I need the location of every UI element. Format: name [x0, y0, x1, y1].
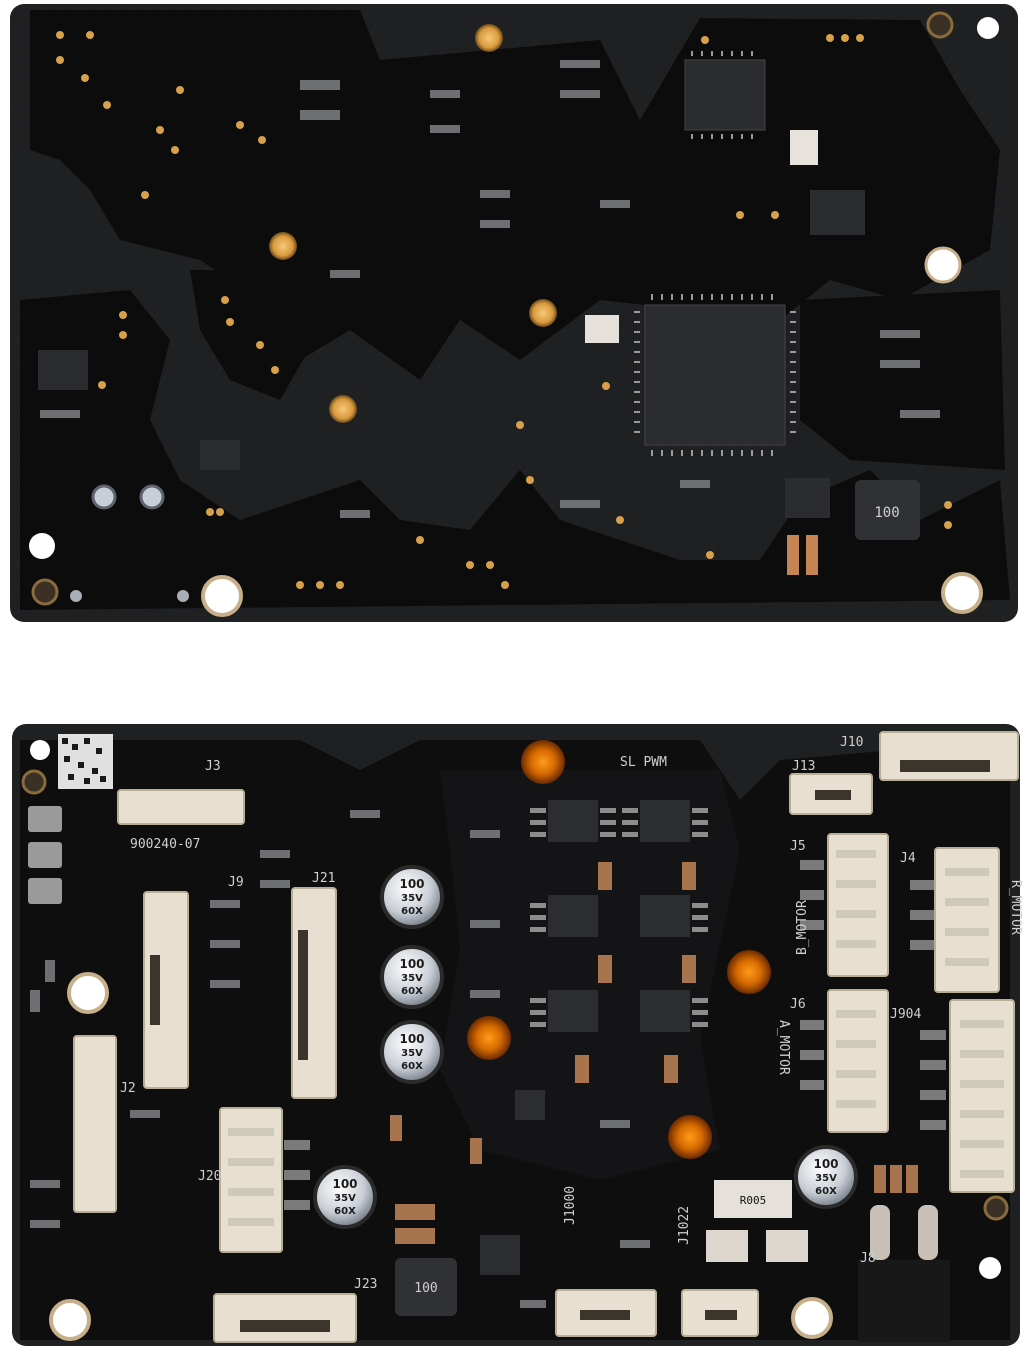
- label-j6: J6: [790, 997, 806, 1012]
- label-j1000: J1000: [563, 1186, 578, 1225]
- connector-j20: [219, 1107, 283, 1253]
- label-j5: J5: [790, 839, 806, 854]
- connector-j6: [827, 989, 889, 1133]
- svg-text:35V: 35V: [401, 893, 423, 904]
- connector-j9: [143, 891, 189, 1089]
- label-r-motor: R_MOTOR: [1008, 880, 1023, 935]
- capacitor-4: 100 35V 60X: [313, 1165, 377, 1229]
- label-j23: J23: [354, 1277, 377, 1292]
- label-j8: J8: [860, 1251, 876, 1266]
- tactile-buttons: [28, 806, 62, 904]
- mosfet-chip: [785, 478, 830, 518]
- capacitor-5: 100 35V 60X: [794, 1145, 858, 1209]
- svg-text:35V: 35V: [334, 1193, 356, 1204]
- svg-text:R005: R005: [740, 1194, 767, 1207]
- soic-chip: [38, 350, 88, 390]
- svg-text:100: 100: [399, 957, 424, 971]
- capacitor-3: 100 35V 60X: [380, 1020, 444, 1084]
- label-j904: J904: [890, 1007, 921, 1022]
- bottom-inductor: [395, 1258, 457, 1316]
- inductor-label-top: 100: [874, 505, 899, 521]
- silkscreen-labels: J3 900240-07 SL PWM J10 J13 J5 J4 J6 J90…: [120, 735, 1023, 1292]
- mosfet-array: [548, 800, 690, 1032]
- label-j4: J4: [900, 851, 916, 866]
- capacitor-2: 100 35V 60X: [380, 945, 444, 1009]
- label-j3: J3: [205, 759, 221, 774]
- label-part-number: 900240-07: [130, 837, 200, 852]
- inductor: [855, 480, 920, 540]
- label-j1022: J1022: [677, 1206, 692, 1245]
- connector-j23: [213, 1293, 357, 1343]
- svg-text:60X: 60X: [401, 906, 423, 917]
- svg-text:100: 100: [399, 877, 424, 891]
- svg-text:35V: 35V: [401, 973, 423, 984]
- orange-pads: [467, 740, 771, 1159]
- svg-text:100: 100: [332, 1177, 357, 1191]
- connectors: [73, 731, 1019, 1343]
- svg-text:60X: 60X: [401, 1061, 423, 1072]
- driver-chip: [810, 190, 865, 235]
- gold-pads: [269, 24, 557, 423]
- label-sl-pwm: SL PWM: [620, 755, 667, 770]
- svg-text:60X: 60X: [815, 1186, 837, 1197]
- top-board: 100: [10, 4, 1018, 622]
- label-j10: J10: [840, 735, 863, 750]
- mounting-holes: [29, 11, 999, 617]
- capacitors: 100 35V 60X 100 35V 60X 100 35V 60X 100 …: [313, 865, 858, 1229]
- main-mcu-chip: [644, 304, 786, 446]
- label-j13: J13: [792, 759, 815, 774]
- connector-j2: [73, 1035, 117, 1213]
- connector-j4: [934, 847, 1000, 993]
- label-j9: J9: [228, 875, 244, 890]
- crystal: [790, 130, 818, 165]
- small-chip: [200, 440, 240, 470]
- svg-text:100: 100: [813, 1157, 838, 1171]
- svg-text:60X: 60X: [401, 986, 423, 997]
- secondary-chip: [684, 59, 766, 131]
- label-a-motor: A_MOTOR: [776, 1020, 791, 1075]
- svg-text:60X: 60X: [334, 1206, 356, 1217]
- svg-text:35V: 35V: [815, 1173, 837, 1184]
- connector-j3: [117, 789, 245, 825]
- connector-j904: [949, 999, 1015, 1193]
- bottom-inductor-label: 100: [414, 1281, 437, 1296]
- label-j2: J2: [120, 1081, 136, 1096]
- smd-passives: [40, 60, 940, 518]
- label-b-motor: B_MOTOR: [795, 900, 810, 955]
- label-j21: J21: [312, 871, 335, 886]
- capacitor-1: 100 35V 60X: [380, 865, 444, 929]
- svg-text:100: 100: [399, 1032, 424, 1046]
- bottom-mounting-holes: [21, 740, 1009, 1341]
- smd-dots: [56, 31, 952, 589]
- svg-text:35V: 35V: [401, 1048, 423, 1059]
- label-j20: J20: [198, 1169, 221, 1184]
- power-connector: [858, 1260, 950, 1342]
- shunt-resistor: [714, 1180, 792, 1218]
- connector-j10: [879, 731, 1019, 781]
- bottom-board: 100 35V 60X 100 35V 60X 100 35V 60X 100 …: [12, 724, 1023, 1346]
